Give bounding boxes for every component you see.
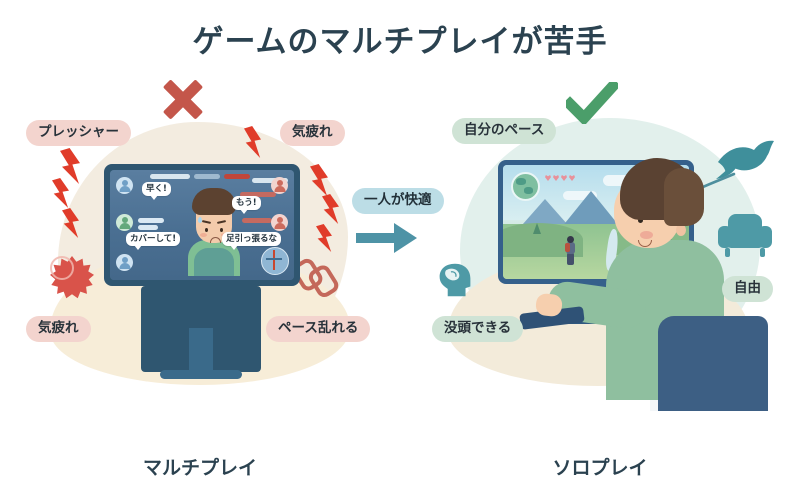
right-arrow-icon — [356, 223, 417, 253]
x-mark-icon — [160, 78, 206, 122]
page-title: ゲームのマルチプレイが苦手 — [192, 24, 608, 60]
game-character — [565, 236, 576, 266]
chat-bubble: もう! — [232, 196, 261, 213]
check-mark-icon — [566, 82, 618, 124]
lightning-bolt-icon — [52, 178, 69, 208]
heart-hud-icon — [545, 175, 575, 181]
left-monitor-screen: 早く! もう! カバーして! 足引っ張るな — [110, 170, 294, 280]
minimap-icon — [511, 172, 540, 201]
badge-pressure: プレッシャー — [26, 120, 131, 146]
chat-bubble: カバーして! — [126, 232, 181, 249]
badge-can-immerse: 没頭できる — [432, 316, 524, 342]
badge-mental-fatigue-top: 気疲れ — [280, 120, 345, 146]
chat-bubble: 早く! — [142, 182, 171, 199]
minimap-icon — [261, 247, 289, 275]
player-avatar — [116, 177, 133, 194]
badge-pace-disrupted: ペース乱れる — [266, 316, 371, 342]
bird-icon — [716, 140, 774, 179]
right-panel-caption: ソロプレイ — [552, 457, 648, 479]
left-monitor-neck — [189, 328, 213, 378]
chat-bubble: 足引っ張るな — [222, 232, 282, 249]
solo-player-illustration — [519, 158, 768, 411]
lightning-bolt-icon — [60, 148, 80, 184]
left-panel-multiplayer: 早く! もう! カバーして! 足引っ張るな プレッシャー 気疲れ 気疲れ ペース… — [0, 60, 400, 479]
armchair-icon — [718, 214, 772, 257]
player-avatar — [271, 214, 288, 231]
badge-freedom: 自由 — [722, 276, 773, 302]
badge-own-pace: 自分のペース — [452, 118, 557, 144]
stressed-player-illustration — [188, 188, 240, 276]
badge-mental-fatigue-bottom: 気疲れ — [26, 316, 91, 342]
player-avatar — [116, 254, 133, 271]
left-monitor-base — [160, 370, 242, 379]
burst-pain-inner — [50, 256, 74, 280]
left-panel-caption: マルチプレイ — [142, 457, 257, 479]
badge-alone-is-comfortable: 一人が快適 — [352, 188, 444, 214]
right-panel-soloplay: 自分のペース 没頭できる 自由 ソロプレイ — [400, 60, 800, 479]
brain-head-icon — [439, 263, 471, 297]
infographic-canvas: ゲームのマルチプレイが苦手 — [0, 24, 800, 479]
left-monitor: 早く! もう! カバーして! 足引っ張るな — [104, 164, 300, 286]
player-avatar — [271, 177, 288, 194]
player-avatar — [116, 214, 133, 231]
